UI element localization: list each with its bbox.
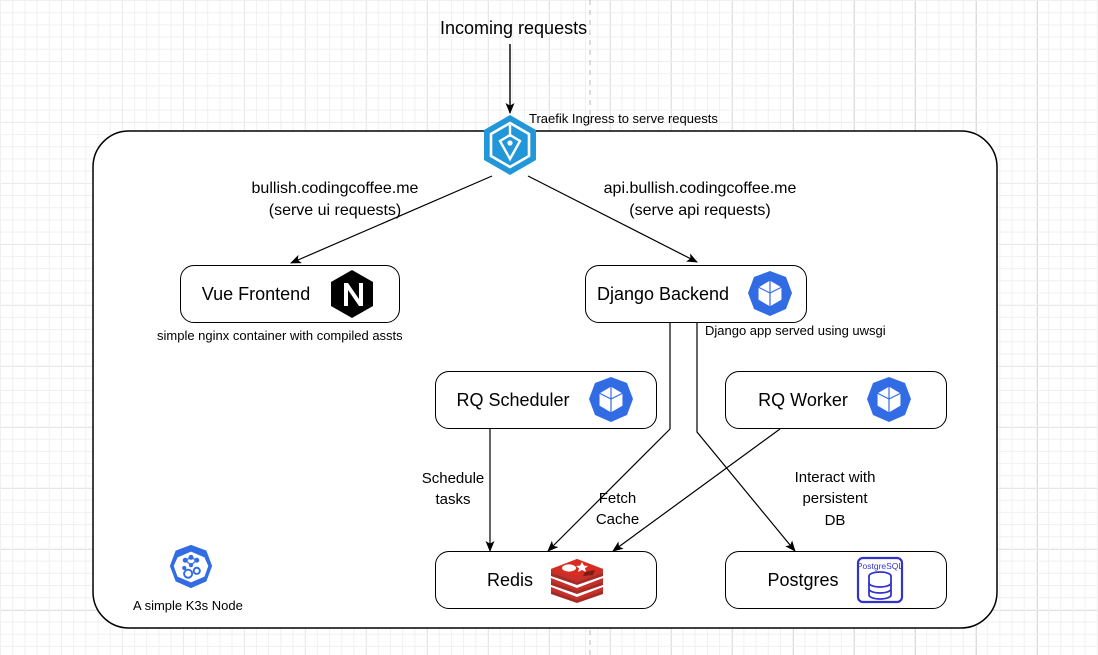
edge-label-schedule-tasks: Schedule tasks (421, 470, 485, 509)
node-postgres[interactable]: Postgres PostgreSQL (725, 551, 947, 609)
edge-backend-to-redis (547, 322, 671, 552)
node-django-backend[interactable]: Django Backend (585, 265, 807, 323)
node-rq-worker[interactable]: RQ Worker (725, 371, 947, 429)
node-redis[interactable]: Redis (435, 551, 657, 609)
route-label-ui: bullish.codingcoffee.me (serve ui reques… (251, 180, 419, 220)
edge-label-fetch-cache: Fetch Cache (595, 490, 640, 529)
edge-worker-to-redis (612, 428, 781, 552)
frontend-caption: simple nginx container with compiled ass… (157, 328, 403, 343)
edge-traefik-to-frontend (290, 175, 493, 264)
kubernetes-pod-icon (745, 269, 795, 319)
node-label: Redis (486, 569, 534, 590)
edge-label-persist-db: Interact with persistent DB (794, 469, 876, 529)
edge-traefik-to-backend (527, 175, 698, 263)
route-label-api: api.bullish.codingcoffee.me (serve api r… (603, 180, 797, 220)
node-label: Django Backend (596, 283, 730, 304)
postgresql-icon: PostgreSQL (855, 555, 905, 605)
k3s-node-icon (167, 543, 215, 591)
edge-backend-to-postgres (696, 322, 796, 552)
postgres-icon-text: PostgreSQL (856, 561, 903, 571)
node-label: RQ Worker (758, 389, 848, 410)
page-title: Incoming requests (440, 18, 588, 38)
node-label: RQ Scheduler (456, 389, 570, 410)
kubernetes-pod-icon (586, 375, 636, 425)
redis-icon (549, 557, 605, 603)
traefik-icon (478, 113, 542, 177)
node-vue-frontend[interactable]: Vue Frontend (180, 265, 400, 323)
ingress-note: Traefik Ingress to serve requests (529, 111, 718, 126)
k3s-node-caption: A simple K3s Node (133, 598, 243, 613)
node-label: Vue Frontend (201, 283, 311, 304)
nginx-icon (326, 268, 378, 320)
kubernetes-pod-icon (864, 375, 914, 425)
node-rq-scheduler[interactable]: RQ Scheduler (435, 371, 657, 429)
node-label: Postgres (767, 569, 839, 590)
backend-caption: Django app served using uwsgi (705, 323, 886, 338)
